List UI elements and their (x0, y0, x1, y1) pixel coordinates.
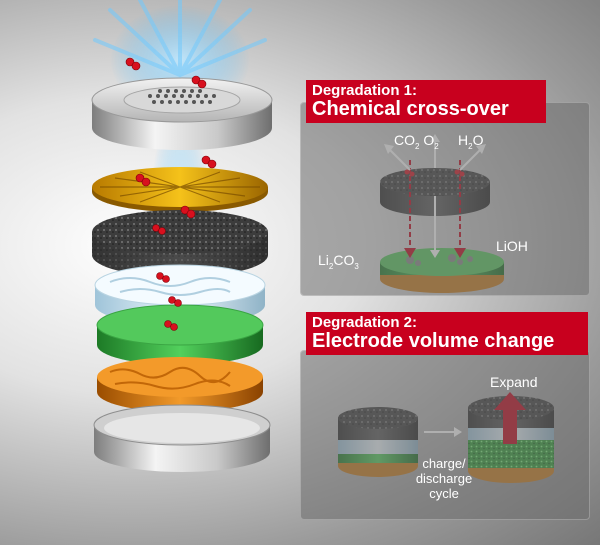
header-degradation-1: Degradation 1: Chemical cross-over (306, 80, 546, 123)
lithium-anode-layer (96, 304, 264, 365)
label-co2-o2: CO2 O2 (394, 132, 439, 151)
label-lioh: LiOH (496, 238, 528, 254)
oxygen-molecules (125, 57, 217, 331)
degradation-2-title: Electrode volume change (312, 329, 555, 352)
label-expand: Expand (490, 374, 538, 390)
panel-volume-change (300, 350, 590, 520)
degradation-1-label: Degradation 1: (312, 82, 418, 99)
degradation-1-title: Chemical cross-over (312, 97, 509, 120)
bottom-case-layer (93, 404, 271, 472)
label-charge-discharge-cycle: charge/ discharge cycle (415, 456, 473, 501)
carbon-cathode-layer (92, 210, 268, 277)
copper-current-collector-layer (97, 357, 263, 412)
top-cap-layer (91, 77, 273, 150)
panel-chemical-crossover (300, 102, 590, 296)
label-li2co3: Li2CO3 (318, 252, 359, 271)
degradation-2-label: Degradation 2: (312, 314, 418, 331)
label-h2o: H2O (458, 132, 484, 151)
gold-mesh-layer (92, 167, 268, 212)
header-degradation-2: Degradation 2: Electrode volume change (306, 312, 588, 355)
